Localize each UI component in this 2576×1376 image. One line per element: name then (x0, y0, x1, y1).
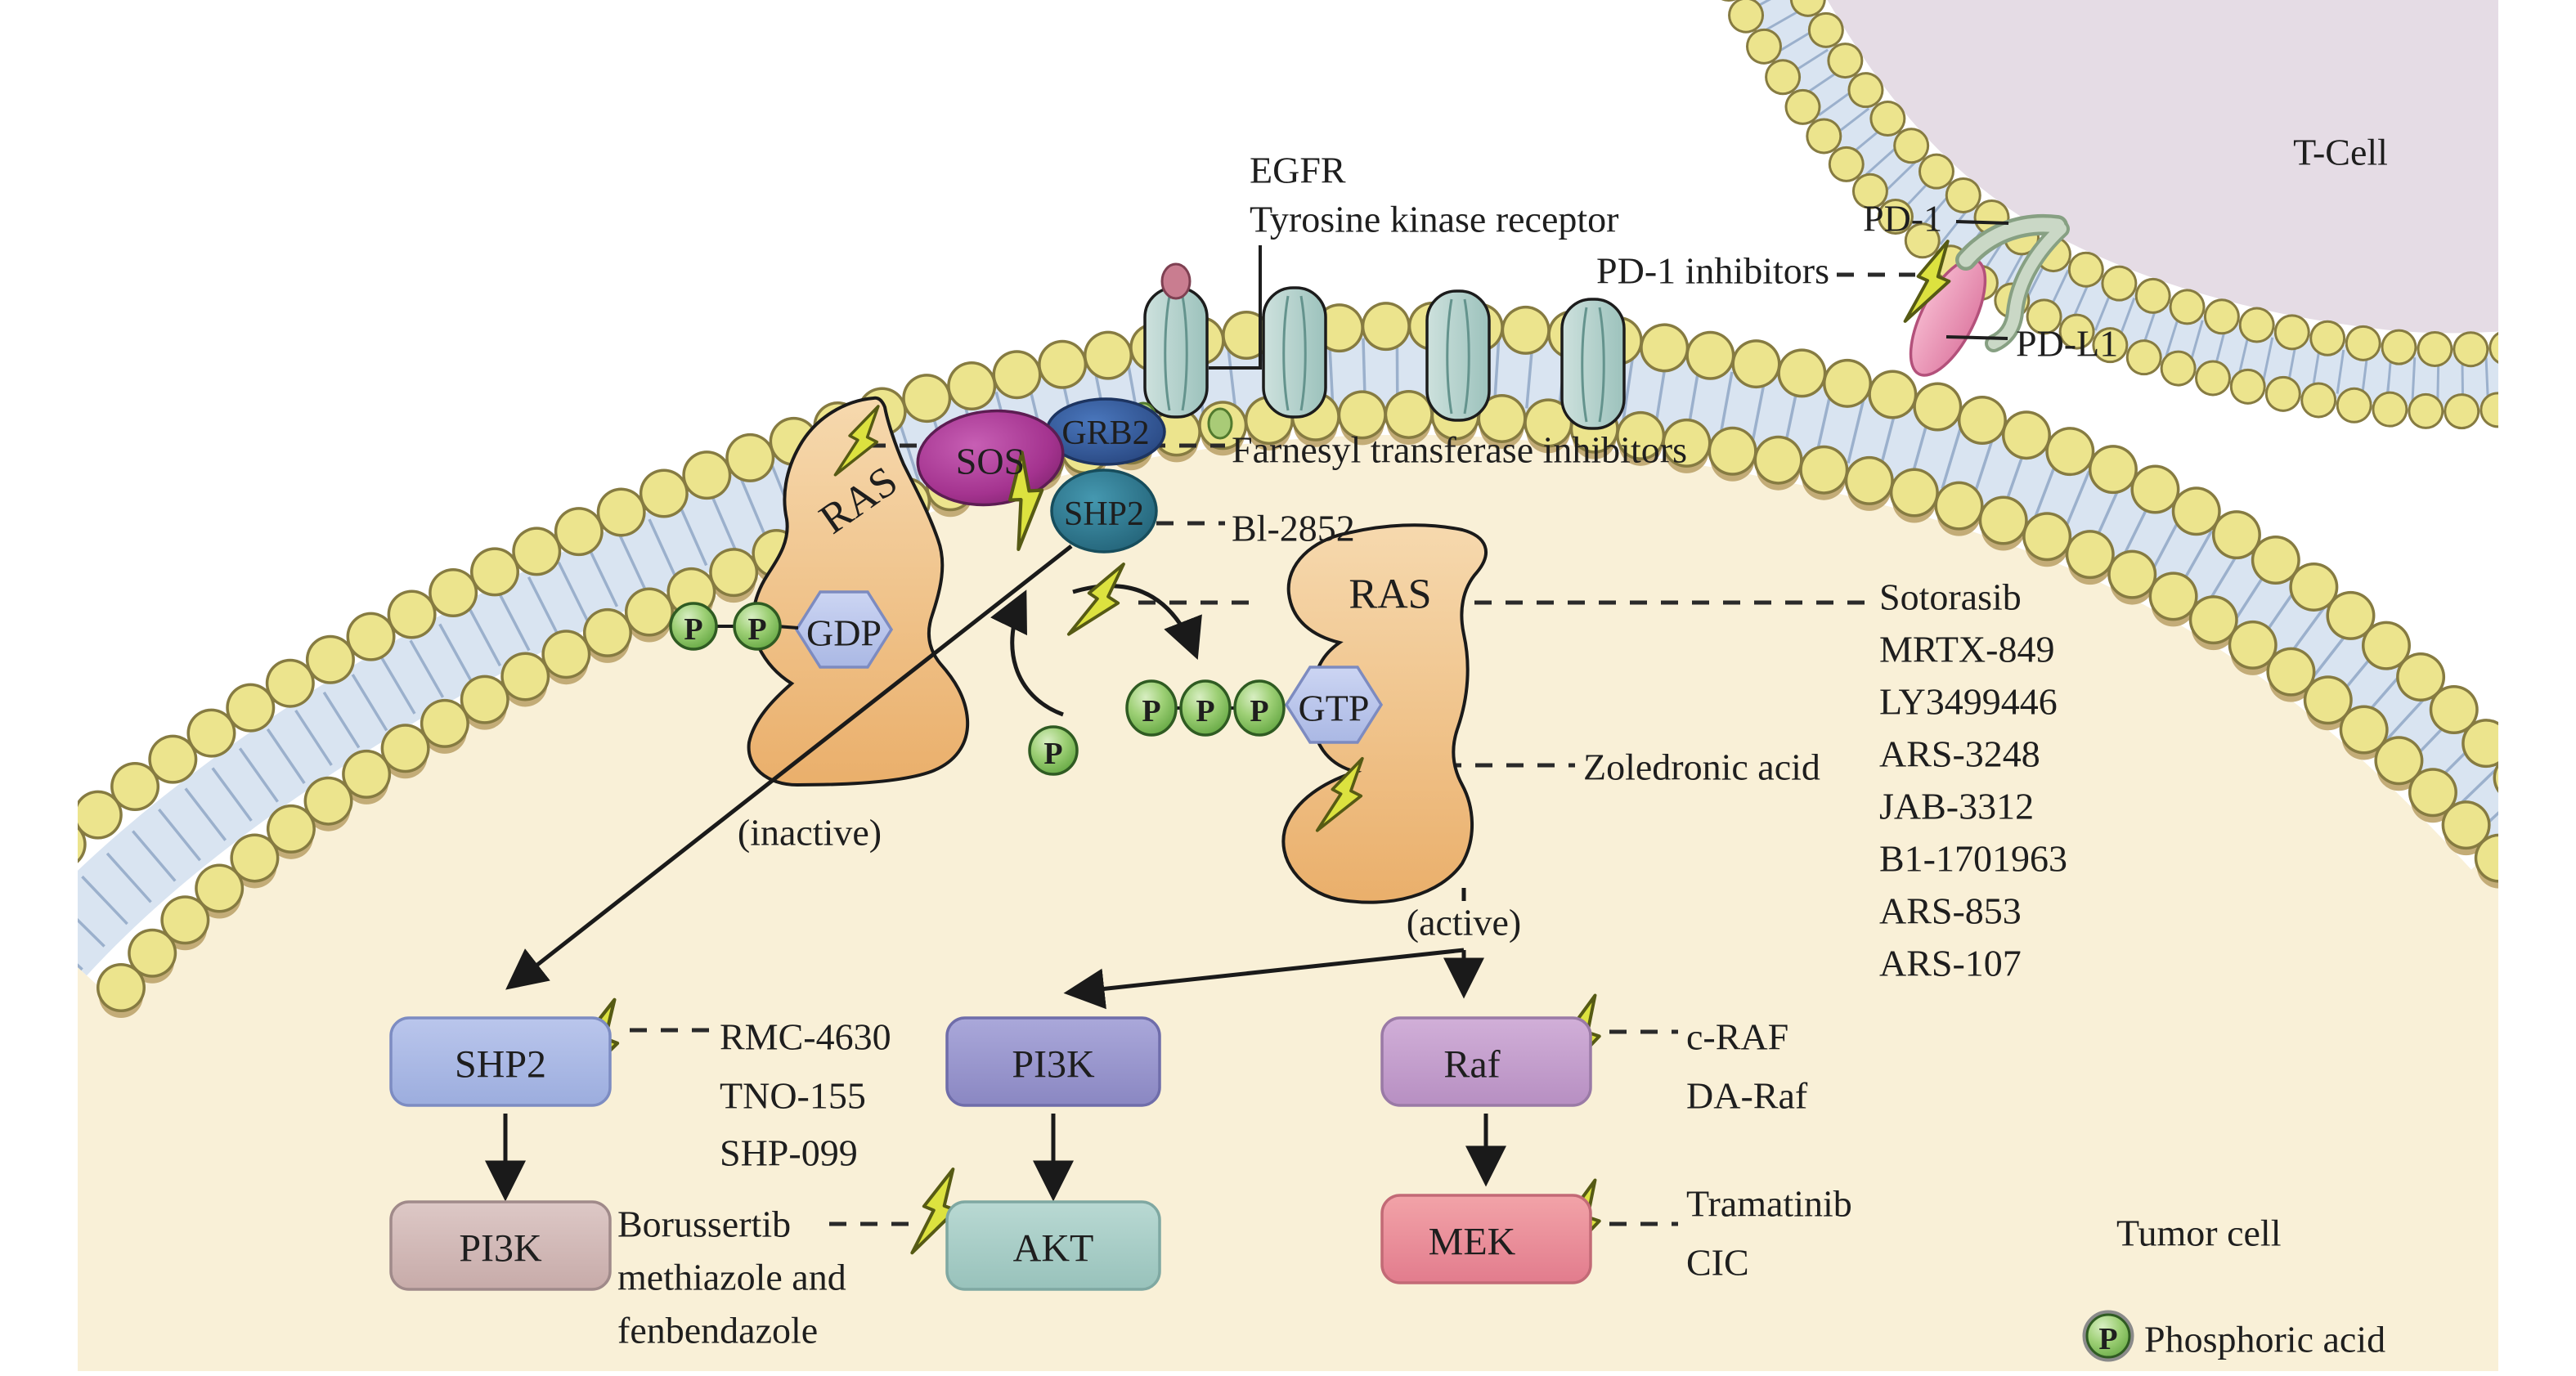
pdl1-label-line (1945, 335, 2008, 340)
t-cell-membrane (1717, 0, 2576, 430)
bottom-margin (0, 1371, 2576, 1376)
akt-inhibitor-list: Borussertib methiazole and fenbendazole (617, 1203, 846, 1351)
phosphate-icon (733, 602, 782, 651)
drug-list-item: ARS-107 (1879, 943, 2022, 984)
pi3k-mid-box (945, 1016, 1161, 1107)
tumor-cell-label: Tumor cell (2116, 1212, 2281, 1254)
drug-list-item: LY3499446 (1879, 681, 2058, 723)
drug-list-item: Borussertib (617, 1203, 791, 1245)
p-letter: P (1043, 737, 1062, 771)
arrow-shp2-to-cascade (505, 545, 1073, 990)
kras-inhibitor-list: Sotorasib MRTX-849 LY3499446 ARS-3248 JA… (1879, 576, 2067, 984)
pd1-label-line (1955, 220, 2009, 225)
egfr-label-connector (1209, 245, 1262, 370)
cascade-boxes: SHP2 PI3K PI3K AKT Raf MEK (389, 1016, 1592, 1291)
zoledronic-label: Zoledronic acid (1583, 746, 1820, 788)
shp2-membrane-label: SHP2 (1064, 495, 1144, 533)
drug-list-item: fenbendazole (617, 1310, 818, 1351)
p-letter: P (1142, 694, 1160, 728)
drug-list-item: Sotorasib (1879, 576, 2022, 618)
pdl1-label: PD-L1 (2016, 323, 2118, 365)
drug-list-item: TNO-155 (720, 1075, 866, 1117)
receptor-barrel-4 (1560, 298, 1626, 430)
raf-box (1380, 1016, 1592, 1107)
p-letter: P (1196, 694, 1214, 728)
gtp-hexagon (1284, 666, 1384, 744)
shp2-box (389, 1016, 612, 1107)
mek-box-label: MEK (1429, 1221, 1516, 1264)
t-membrane-band (1742, 0, 2576, 408)
phosphate-legend-icon (2082, 1310, 2134, 1362)
pi3k-mid-box-label: PI3K (1012, 1043, 1095, 1087)
shp2-membrane-protein (1050, 468, 1158, 554)
gdp-label: GDP (806, 612, 882, 654)
p-letter: P (1250, 694, 1268, 728)
p-letter: P (2098, 1322, 2117, 1356)
drug-list-item: c-RAF (1686, 1016, 1788, 1058)
farnesyl-label: Farnesyl transferase inhibitors (1232, 429, 1687, 471)
dashed-annotation-lines (630, 272, 1915, 1226)
drug-list-item: B1-1701963 (1879, 838, 2067, 880)
t-cell-body (1773, 0, 2576, 381)
pd1-inhibitors-label: PD-1 inhibitors (1596, 250, 1829, 292)
receptor-barrel-3 (1425, 289, 1491, 422)
t-inner-bead-row (1790, 0, 2576, 365)
drug-list-item: MRTX-849 (1879, 629, 2054, 670)
egfr-label: EGFR (1250, 150, 1346, 191)
grb2-label: GRB2 (1061, 415, 1149, 452)
shp2-box-label: SHP2 (455, 1043, 546, 1087)
shp2-inhibitor-list: RMC-4630 TNO-155 SHP-099 (720, 1016, 891, 1174)
drug-list-item: RMC-4630 (720, 1016, 891, 1058)
drug-list-item: methiazole and (617, 1257, 846, 1298)
active-state-label: (active) (1407, 902, 1521, 943)
p-letter: P (747, 612, 766, 647)
akt-box-label: AKT (1013, 1227, 1094, 1271)
arrow-gtp-to-gdp (990, 589, 1064, 717)
drug-list-item: Tramatinib (1686, 1183, 1852, 1225)
receptor-barrel-2 (1262, 286, 1327, 419)
gtp-label: GTP (1299, 688, 1370, 729)
pd1-receptor-fork (1955, 213, 2070, 352)
bl2852-label: Bl-2852 (1232, 508, 1355, 549)
p-letter: P (684, 612, 702, 647)
akt-box (945, 1200, 1161, 1291)
t-outer-bead-row (1720, 0, 2576, 428)
t-cell-label: T-Cell (2293, 132, 2388, 173)
ras-active-label: RAS (1349, 571, 1431, 618)
receptor-barrel-1 (1143, 286, 1209, 419)
drug-list-item: ARS-853 (1879, 890, 2022, 932)
raf-box-label: Raf (1443, 1043, 1500, 1087)
inactive-state-label: (inactive) (738, 812, 882, 854)
mek-box (1380, 1194, 1592, 1284)
phosphoric-acid-label: Phosphoric acid (2144, 1319, 2385, 1360)
arrow-to-pi3k (1063, 948, 1465, 1010)
pi3k-left-box (389, 1200, 612, 1291)
sos-label: SOS (956, 441, 1025, 482)
raf-mek-inhibitor-labels: c-RAF DA-Raf Tramatinib CIC (1686, 1016, 1852, 1284)
adaptor-dot-2 (1207, 407, 1233, 440)
pi3k-left-box-label: PI3K (459, 1227, 542, 1271)
drug-list-item: ARS-3248 (1879, 733, 2040, 775)
phosphate-icon (669, 602, 718, 651)
phosphate-icon (1233, 679, 1286, 737)
drug-list-item: JAB-3312 (1879, 786, 2034, 827)
pd1-label: PD-1 (1863, 198, 1942, 240)
phosphates: P P P P P P (669, 602, 1286, 776)
phosphate-icon (1125, 679, 1178, 737)
left-margin (0, 0, 78, 1376)
right-margin (2498, 0, 2576, 1376)
ligand-egf (1160, 262, 1192, 300)
drug-list-item: SHP-099 (720, 1132, 858, 1174)
phosphate-icon (1179, 679, 1232, 737)
phosphoric-acid-legend: P Phosphoric acid (2082, 1310, 2385, 1362)
phosphate-icon-free (1028, 725, 1079, 776)
egfr-receptors (1129, 245, 1626, 440)
drug-list-item: DA-Raf (1686, 1075, 1808, 1117)
phosphate-legend-ring (2085, 1313, 2131, 1359)
pd1-pdl1-complex (1909, 213, 2070, 377)
drug-list-item: CIC (1686, 1242, 1749, 1284)
gdp-hexagon (794, 590, 894, 669)
tyrosine-kinase-label: Tyrosine kinase receptor (1250, 199, 1619, 240)
